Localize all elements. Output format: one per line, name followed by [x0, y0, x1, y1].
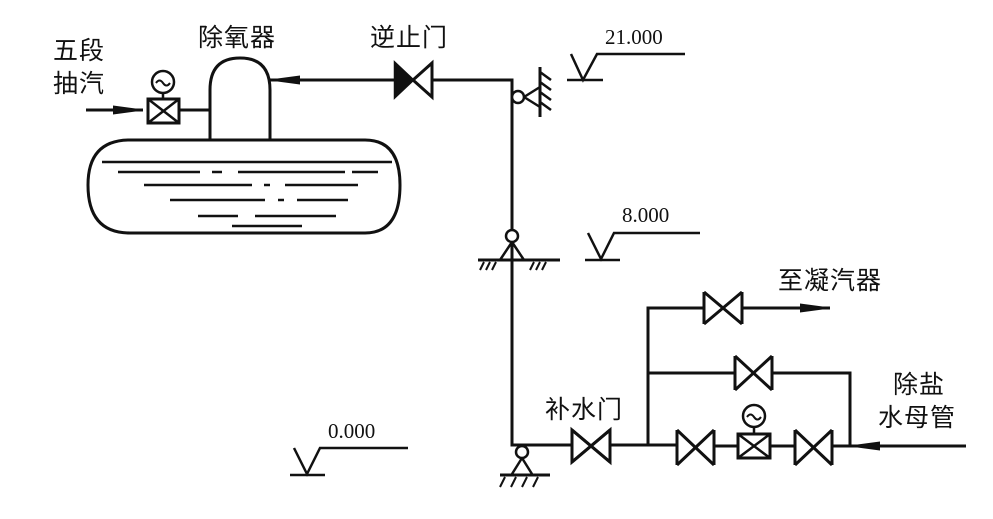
- elevation-mark-0: [290, 446, 408, 477]
- deaerator-water-tank[interactable]: [86, 138, 402, 235]
- pipe-support-mid: [478, 228, 560, 271]
- riser-pipe: [432, 78, 572, 447]
- branch-header-pipe: [646, 306, 704, 445]
- elevation-mark-8: [585, 231, 700, 262]
- regulating-motor-valve[interactable]: [736, 403, 772, 460]
- check-valve-label: 逆止门: [370, 23, 449, 52]
- isolation-valve-left[interactable]: [675, 428, 716, 467]
- demin-water-label-line1: 除盐: [893, 370, 946, 399]
- bypass-valve[interactable]: [733, 354, 774, 392]
- elevation-mark-21: [567, 52, 685, 83]
- makeup-valve[interactable]: [570, 426, 612, 466]
- elevation-label-21: 21.000: [605, 25, 663, 49]
- deaerator-label: 除氧器: [198, 23, 277, 52]
- pipe-support-bottom: [499, 444, 550, 488]
- isolation-valve-right[interactable]: [793, 428, 834, 467]
- check-valve[interactable]: [393, 59, 434, 101]
- extraction-motor-valve[interactable]: [146, 69, 181, 125]
- extraction-label-line2: 抽汽: [53, 69, 106, 98]
- demin-water-label-line2: 水母管: [878, 403, 957, 432]
- condenser-valve[interactable]: [702, 290, 744, 326]
- elevation-label-0: 0.000: [328, 419, 376, 443]
- water-level-lines: [102, 160, 392, 228]
- makeup-valve-label: 补水门: [545, 395, 624, 424]
- deaerator-dome[interactable]: [208, 56, 272, 140]
- to-condenser-label: 至凝汽器: [778, 266, 883, 295]
- pipe-support-top: [510, 67, 552, 117]
- elevation-label-8: 8.000: [622, 203, 670, 227]
- extraction-label-line1: 五段: [53, 36, 106, 65]
- bypass-right-pipe: [772, 371, 852, 445]
